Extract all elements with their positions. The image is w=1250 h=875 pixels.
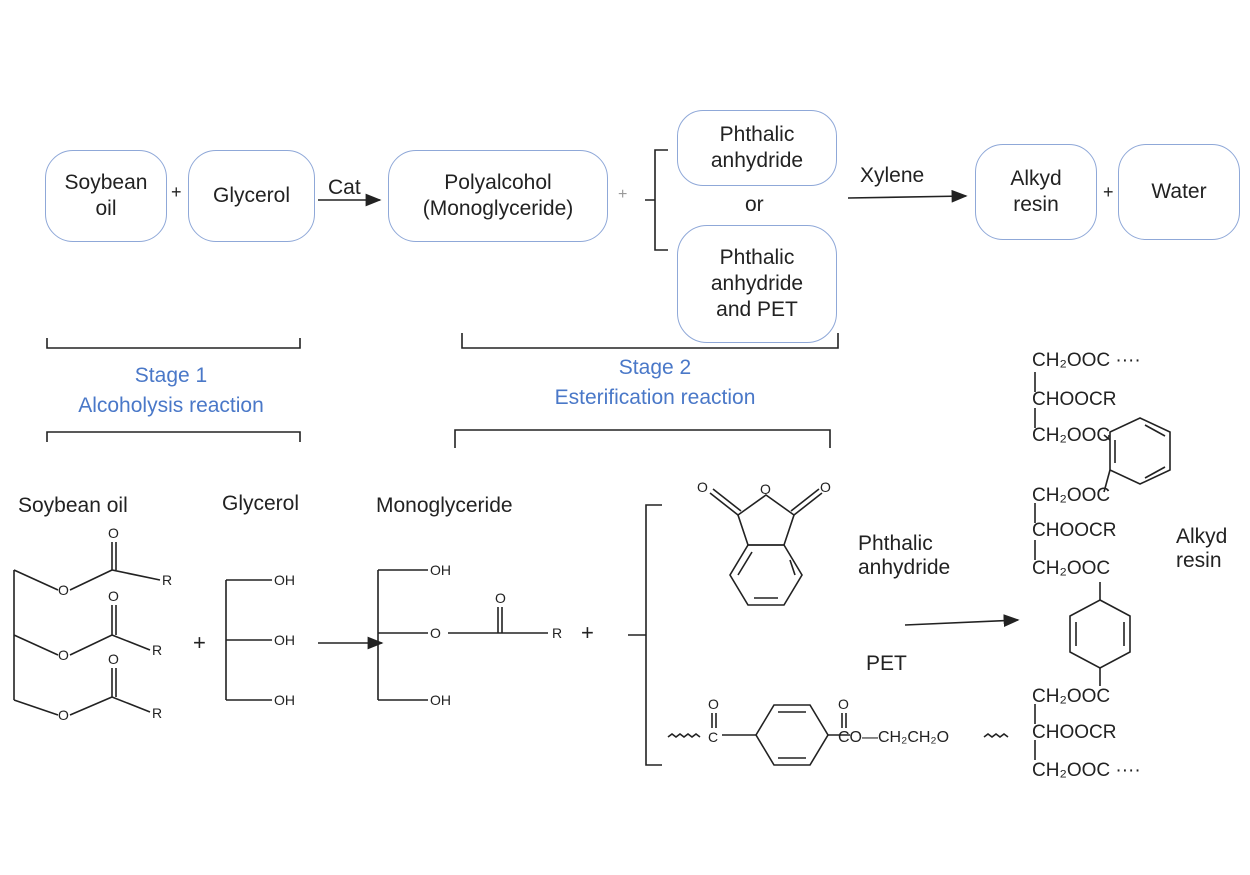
atom-o: O — [708, 696, 719, 712]
atom-o: O — [58, 582, 69, 598]
atom-o: O — [108, 525, 119, 541]
atom-r: R — [152, 705, 162, 721]
alkyd-resin-label: Alkyd resin — [1010, 166, 1062, 216]
polyalcohol-box: Polyalcohol (Monoglyceride) — [388, 150, 608, 242]
phthalic-anhydride-pet-label: Phthalic anhydride and PET — [710, 245, 804, 322]
alkyd-choocr-3: CHOOCR — [1032, 722, 1117, 743]
reagent-brace — [628, 504, 662, 766]
phthalic-anhydride-box: Phthalic anhydride — [677, 110, 837, 186]
stage2-bracket-top — [461, 333, 839, 349]
soybean-oil-label: Soybean oil — [64, 170, 148, 220]
atom-oh: OH — [274, 572, 295, 588]
alkyd-ch2ooc-bottom: CH₂OOC ···· — [1032, 760, 1141, 781]
atom-r: R — [162, 572, 172, 588]
alkyd-ch2ooc-2: CH₂OOC — [1032, 485, 1111, 506]
glycerol-structure-label: Glycerol — [222, 492, 300, 515]
glycerol-box: Glycerol — [188, 150, 315, 242]
glycerol-structure — [225, 579, 272, 701]
pet-chain-text: CO—CH₂CH₂O — [838, 729, 949, 746]
stage1-bracket-bottom — [46, 431, 301, 442]
plus-sign-2: + — [618, 186, 628, 203]
plus-sign-4: + — [193, 630, 206, 655]
atom-labels: O O R O O R O O R OH OH OH OH O O R OH O… — [58, 479, 949, 746]
stage1-bracket-top — [46, 338, 301, 349]
phthalic-anhydride-structure-label: Phthalic anhydride — [858, 532, 951, 579]
atom-o: O — [108, 588, 119, 604]
alkyd-ch2ooc-4: CH₂OOC — [1032, 686, 1111, 707]
atom-oh: OH — [430, 562, 451, 578]
atom-oh: OH — [274, 632, 295, 648]
atom-r: R — [552, 625, 562, 641]
alkyd-resin-box: Alkyd resin — [975, 144, 1097, 240]
alkyd-resin-structure — [1034, 372, 1171, 760]
atom-r: R — [152, 642, 162, 658]
soybean-oil-box: Soybean oil — [45, 150, 167, 242]
stage1-description: Alcoholysis reaction — [78, 394, 264, 417]
xylene-label: Xylene — [860, 164, 925, 187]
soybean-oil-structure-label: Soybean oil — [18, 494, 128, 517]
xylene-arrow — [847, 189, 968, 203]
plus-sign-1: + — [171, 182, 182, 202]
alkyd-choocr-2: CHOOCR — [1032, 520, 1117, 541]
atom-o: O — [430, 625, 441, 641]
atom-o: O — [58, 707, 69, 723]
atom-c: C — [708, 729, 718, 745]
alkyd-choocr-1: CHOOCR — [1032, 389, 1117, 410]
water-label: Water — [1151, 179, 1207, 203]
pet-structure — [667, 704, 1009, 766]
atom-o: O — [495, 590, 506, 606]
water-box: Water — [1118, 144, 1240, 240]
stage2-title: Stage 2 — [618, 356, 692, 379]
monoglyceride-structure — [377, 569, 548, 701]
alkyd-ch2ooc-top: CH₂OOC ···· — [1032, 350, 1141, 371]
alkyd-ch2ooc-1: CH₂OOC — [1032, 425, 1111, 446]
atom-o: O — [108, 651, 119, 667]
atom-oh: OH — [430, 692, 451, 708]
soybean-oil-structure — [13, 542, 161, 716]
or-label: or — [745, 193, 764, 216]
phthalic-anhydride-structure — [709, 488, 823, 606]
stage2-description: Esterification reaction — [554, 386, 756, 409]
atom-o: O — [697, 479, 708, 495]
atom-o: O — [760, 481, 771, 497]
stage1-title: Stage 1 — [134, 364, 208, 387]
pet-structure-label: PET — [866, 652, 907, 675]
phthalic-anhydride-label: Phthalic anhydride — [710, 122, 804, 172]
catalyst-label: Cat — [328, 176, 361, 199]
alkyd-resin-structure-label: Alkyd resin — [1176, 525, 1228, 572]
plus-sign-5: + — [581, 620, 594, 645]
atom-o: O — [820, 479, 831, 495]
alkyd-ch2ooc-3: CH₂OOC — [1032, 558, 1111, 579]
polyalcohol-label: Polyalcohol — [444, 170, 552, 194]
plus-sign-3: + — [1103, 182, 1114, 202]
atom-oh: OH — [274, 692, 295, 708]
glycerol-label: Glycerol — [212, 183, 291, 207]
esterification-arrow — [904, 614, 1020, 628]
monoglyceride-structure-label: Monoglyceride — [376, 494, 513, 517]
option-brace — [645, 149, 668, 251]
atom-o: O — [838, 696, 849, 712]
monoglyceride-paren-label: (Monoglyceride) — [422, 197, 574, 220]
stage2-bracket-bottom — [454, 429, 831, 448]
atom-o: O — [58, 647, 69, 663]
phthalic-anhydride-pet-box: Phthalic anhydride and PET — [677, 225, 837, 343]
